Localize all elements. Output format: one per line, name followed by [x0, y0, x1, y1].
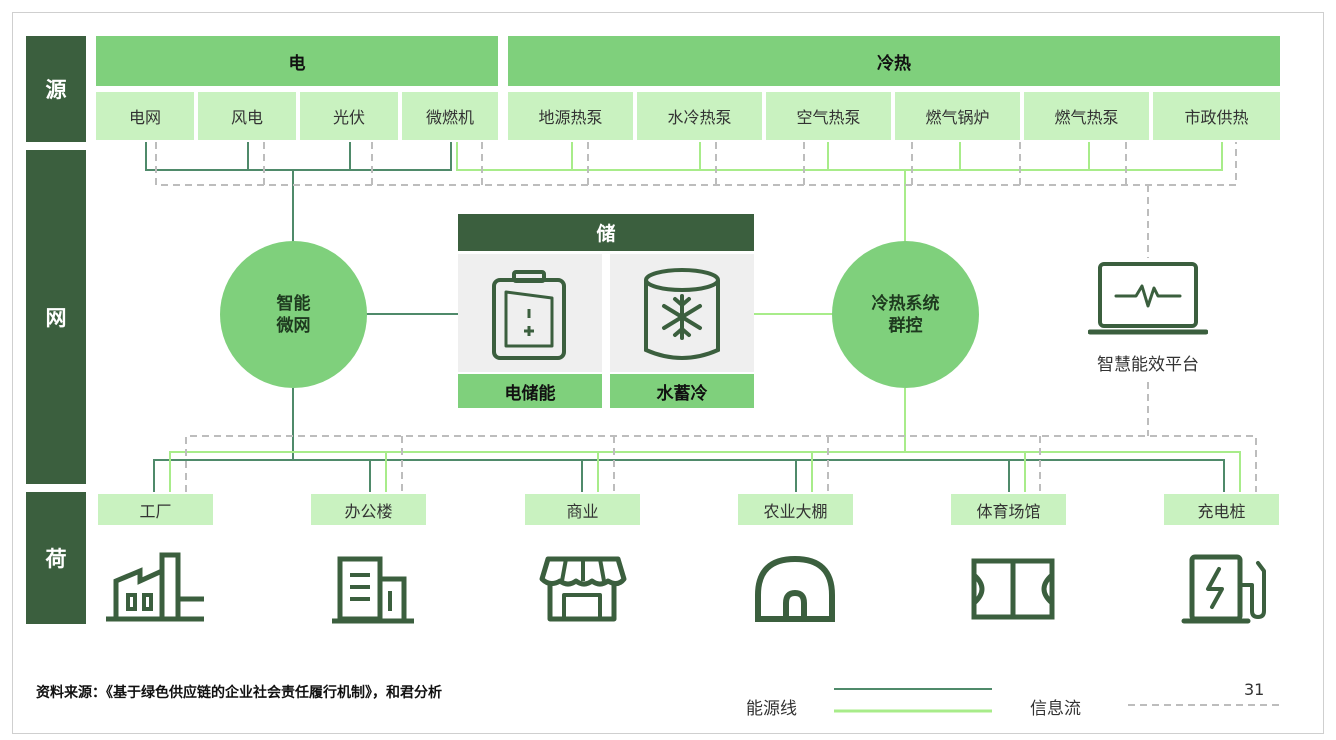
group-header-heat-cold: 冷热 — [508, 36, 1280, 86]
page-number: 31 — [1244, 680, 1265, 699]
source-box: 微燃机 — [402, 92, 498, 140]
load-box: 农业大棚 — [738, 494, 853, 525]
storage-water-panel — [610, 254, 754, 372]
source-box: 燃气锅炉 — [895, 92, 1020, 140]
platform-label: 智慧能效平台 — [1097, 355, 1199, 375]
section-grid-label: 网 — [26, 150, 86, 484]
storage-water-label: 水蓄冷 — [610, 374, 754, 408]
source-box: 市政供热 — [1153, 92, 1280, 140]
load-box: 体育场馆 — [951, 494, 1066, 525]
section-load-label: 荷 — [26, 492, 86, 624]
load-box: 商业 — [525, 494, 640, 525]
storage-header: 储 — [458, 214, 754, 251]
stadium-icon — [971, 558, 1055, 620]
legend-energy-label: 能源线 — [746, 699, 797, 719]
legend-info-line — [1128, 704, 1284, 706]
source-box: 燃气热泵 — [1024, 92, 1149, 140]
storage-battery-label: 电储能 — [458, 374, 602, 408]
source-box: 风电 — [198, 92, 296, 140]
charging-pile-icon — [1181, 554, 1266, 624]
source-box: 电网 — [96, 92, 194, 140]
office-building-icon — [332, 556, 414, 624]
group-header-electric: 电 — [96, 36, 498, 86]
load-box: 充电桩 — [1164, 494, 1279, 525]
microgrid-node: 智能微网 — [220, 241, 367, 388]
load-box: 办公楼 — [311, 494, 426, 525]
section-source-label: 源 — [26, 36, 86, 142]
shop-icon — [539, 556, 627, 622]
source-note: 资料来源：《基于绿色供应链的企业社会责任履行机制》，和君分析 — [36, 685, 442, 701]
snowflake-tank-icon — [644, 268, 720, 360]
source-box: 地源热泵 — [508, 92, 633, 140]
heat-control-label-line1: 冷热系统 — [871, 293, 940, 314]
heat-control-node: 冷热系统群控 — [832, 241, 979, 388]
greenhouse-icon — [755, 555, 835, 622]
slide-frame — [12, 12, 1324, 734]
legend-info-label: 信息流 — [1030, 699, 1081, 719]
battery-icon — [492, 270, 566, 360]
storage-battery-panel — [458, 254, 602, 372]
source-box: 空气热泵 — [766, 92, 891, 140]
source-box: 水冷热泵 — [637, 92, 762, 140]
monitor-pulse-icon — [1088, 262, 1208, 335]
heat-control-label-line2: 群控 — [888, 315, 923, 336]
legend-energy-lines — [834, 688, 992, 713]
source-box: 光伏 — [300, 92, 398, 140]
factory-icon — [106, 552, 204, 622]
load-box: 工厂 — [98, 494, 213, 525]
microgrid-label-line1: 智能 — [276, 293, 311, 314]
microgrid-label-line2: 微网 — [276, 315, 311, 336]
